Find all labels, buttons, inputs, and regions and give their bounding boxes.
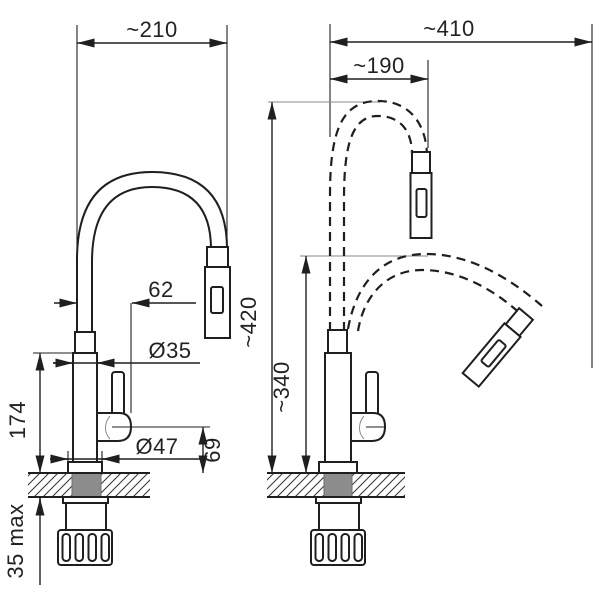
countertop-hatch-right [101,474,150,496]
faucet-collar [74,331,96,354]
side-view: ~410 ~190 ~420 ~340 [236,16,593,566]
spray-head-raised-connector [411,151,431,174]
spray-head-body [204,266,231,339]
dim-label-outlet-height: 69 [200,437,225,462]
dim-label-counter-thickness: 35 max [3,503,28,578]
countertop-hatch-left [28,474,72,496]
dim-label-base-diameter: Ø47 [135,434,178,459]
side-nut-rib-1 [314,533,324,562]
dim-label-spout-width: ~210 [126,17,178,42]
hose-raised-inner [342,114,414,331]
nut-rib-3 [87,533,97,562]
dim-label-reach: ~410 [423,16,475,41]
side-faucet-shank [323,472,353,498]
mounting-body [65,502,107,531]
faucet-body [72,352,98,464]
side-handle-joint-curve [359,415,365,440]
side-nut-rib-3 [340,533,350,562]
nut-rib-1 [61,533,71,562]
side-faucet-neck [327,329,348,354]
base-flange [67,461,103,474]
dim-label-offset: 62 [148,277,173,302]
side-mounting-body [318,502,360,531]
mounting-nut [57,529,113,566]
spray-head-lowered [461,306,535,389]
spout-arch-inner [91,185,212,334]
side-countertop-hatch-left [267,474,324,496]
hose-lowered-outer [346,252,543,330]
side-countertop-hatch-right [352,474,405,496]
dim-label-mid-height: ~340 [269,361,294,413]
dim-label-body-height: 174 [5,401,30,439]
spray-head-button [210,286,224,314]
spray-head-lowered-button [480,339,507,368]
handle-joint-curve [105,415,111,440]
handle-lever [111,371,125,418]
side-base-flange [318,461,358,474]
nut-rib-4 [100,533,110,562]
side-nut-rib-4 [353,533,363,562]
front-view: ~210 62 Ø35 174 [3,17,231,585]
side-handle-lever [365,371,379,418]
spray-head-raised-body [409,172,433,239]
spout-arch-outer [76,170,228,334]
dim-label-body-diameter: Ø35 [148,338,191,363]
side-faucet-body [324,352,352,464]
spray-head-connector [206,246,229,268]
dim-label-hose-width: ~190 [353,53,405,78]
faucet-shank [71,472,102,498]
hose-raised-outer [328,99,429,331]
spray-head-lowered-body [461,321,522,389]
hose-lowered-inner [356,268,527,332]
side-mounting-nut [310,529,366,566]
nut-rib-2 [74,533,84,562]
side-nut-rib-2 [327,533,337,562]
spray-head-raised-button [415,188,428,218]
dim-label-max-height: ~420 [236,296,261,348]
